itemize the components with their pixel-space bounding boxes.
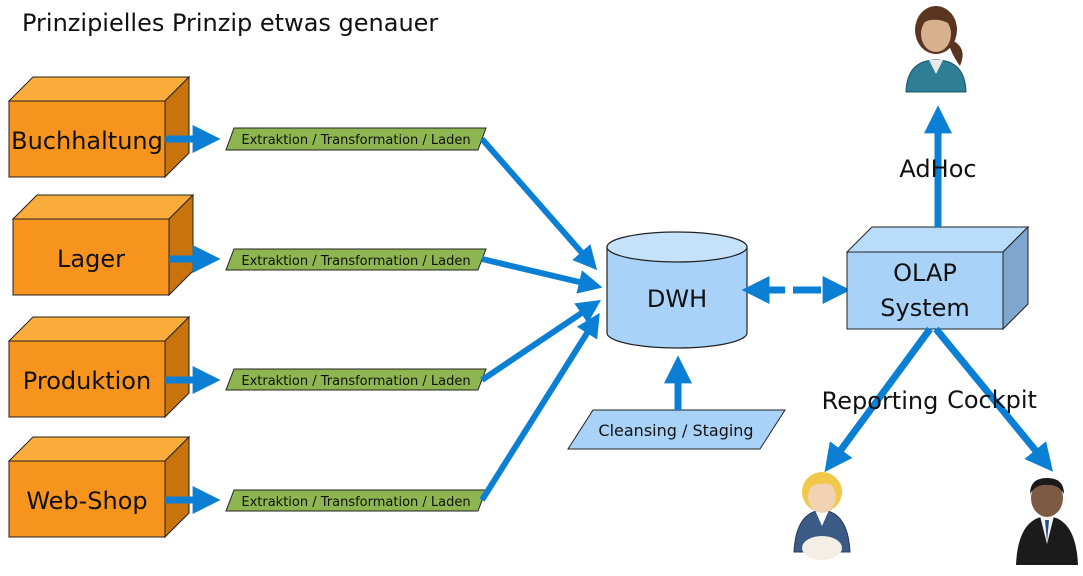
reporting-label: Reporting: [822, 387, 939, 415]
diagram-title: Prinzipielles Prinzip etwas genauer: [22, 9, 438, 37]
olap-output-arrows: [824, 105, 1053, 473]
arrow-etl1-dwh: [479, 137, 598, 271]
etl-step-4: Extraktion / Transformation / Laden: [225, 489, 487, 512]
blonde-woman-user-icon: [793, 472, 851, 560]
source-box-web-shop: Web-Shop: [7, 435, 191, 539]
dwh-cylinder: DWH: [606, 231, 748, 349]
arrow-olap-reporting: [824, 326, 933, 473]
businessman-user-icon: [1016, 478, 1078, 565]
etl-label-3: Extraktion / Transformation / Laden: [241, 374, 470, 389]
arrow-etl3-dwh: [480, 299, 601, 383]
etl-to-dwh-arrows: [479, 137, 603, 502]
source-label-buchhaltung: Buchhaltung: [11, 127, 163, 155]
olap-system-box: OLAP System: [845, 225, 1030, 331]
cleansing-staging-step: Cleansing / Staging: [567, 409, 786, 450]
source-box-produktion: Produktion: [7, 315, 191, 419]
arrow-etl4-dwh: [479, 312, 600, 502]
dwh-label: DWH: [647, 285, 707, 313]
source-label-lager: Lager: [57, 245, 125, 273]
source-label-produktion: Produktion: [23, 367, 151, 395]
etl-step-1: Extraktion / Transformation / Laden: [225, 127, 487, 151]
etl-step-3: Extraktion / Transformation / Laden: [225, 368, 487, 391]
adhoc-label: AdHoc: [899, 155, 976, 183]
olap-label-line2: System: [880, 294, 970, 322]
source-to-etl-arrows: [165, 125, 221, 514]
etl-label-4: Extraktion / Transformation / Laden: [241, 495, 470, 510]
cleansing-label: Cleansing / Staging: [598, 421, 753, 440]
etl-label-2: Extraktion / Transformation / Laden: [241, 254, 470, 269]
etl-label-1: Extraktion / Transformation / Laden: [241, 133, 470, 148]
woman-user-icon: [905, 6, 967, 93]
olap-label-line1: OLAP: [893, 259, 957, 287]
source-label-web-shop: Web-Shop: [26, 487, 147, 515]
etl-step-2: Extraktion / Transformation / Laden: [225, 248, 487, 271]
source-box-lager: Lager: [11, 193, 195, 297]
arrow-olap-cockpit: [933, 326, 1053, 472]
arrow-etl2-dwh: [481, 256, 603, 294]
cockpit-label: Cockpit: [947, 386, 1037, 414]
source-box-buchhaltung: Buchhaltung: [7, 75, 191, 179]
